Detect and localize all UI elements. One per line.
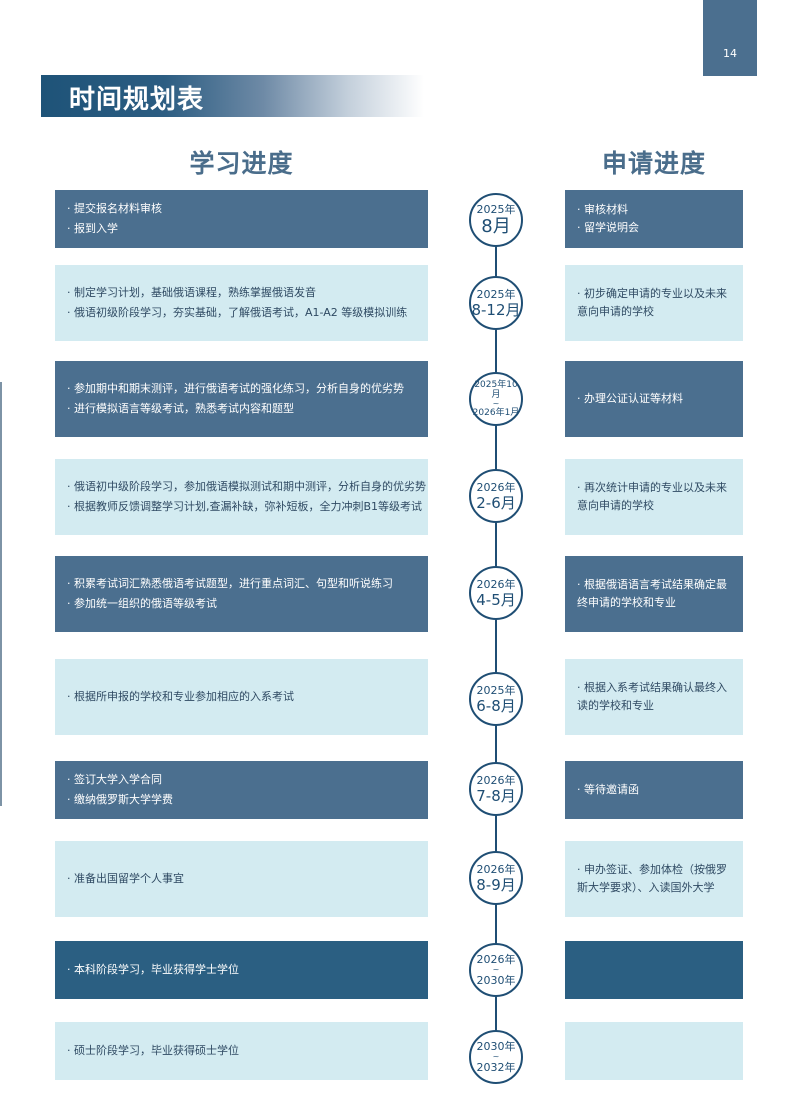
apply-box: · 等待邀请函 [565, 761, 743, 819]
apply-box: · 根据入系考试结果确认最终入读的学校和专业 [565, 659, 743, 735]
date-year: 2026年 [476, 862, 516, 876]
apply-item: · 再次统计申请的专业以及未来意向申请的学校 [577, 481, 727, 512]
date-start: 2026年 [476, 953, 516, 966]
date-month: 6-8月 [476, 696, 516, 715]
apply-item: · 留学说明会 [577, 221, 639, 234]
apply-item: · 申办签证、参加体检（按俄罗斯大学要求）、入读国外大学 [577, 863, 727, 894]
date-circle: 2030年 ~ 2032年 [469, 1030, 523, 1084]
date-circle: 2025年 8-12月 [469, 276, 523, 330]
study-box: · 参加期中和期末测评，进行俄语考试的强化练习，分析自身的优劣势 · 进行模拟语… [55, 361, 428, 437]
date-month: 8月 [481, 215, 511, 237]
apply-item: · 办理公证认证等材料 [577, 392, 683, 405]
apply-box: · 初步确定申请的专业以及未来意向申请的学校 [565, 265, 743, 341]
date-year: 2025年 [476, 287, 516, 301]
apply-box: · 申办签证、参加体检（按俄罗斯大学要求）、入读国外大学 [565, 841, 743, 917]
apply-item: · 初步确定申请的专业以及未来意向申请的学校 [577, 287, 727, 318]
date-circle: 2025年 6-8月 [469, 672, 523, 726]
study-box: · 制定学习计划，基础俄语课程，熟练掌握俄语发音 · 俄语初级阶段学习，夯实基础… [55, 265, 428, 341]
study-item: · 俄语初级阶段学习，夯实基础，了解俄语考试，A1-A2 等级模拟训练 [67, 306, 408, 319]
title-banner: 时间规划表 [41, 75, 424, 117]
study-item: · 俄语初中级阶段学习，参加俄语模拟测试和期中测评，分析自身的优劣势 [67, 480, 426, 493]
date-circle: 2026年 4-5月 [469, 566, 523, 620]
apply-box: · 办理公证认证等材料 [565, 361, 743, 437]
study-item: · 参加统一组织的俄语等级考试 [67, 597, 217, 610]
page-title: 时间规划表 [69, 85, 205, 115]
apply-column-header: 申请进度 [601, 149, 706, 178]
apply-box: · 根据俄语语言考试结果确定最终申请的学校和专业 [565, 556, 743, 632]
date-circle: 2026年 8-9月 [469, 851, 523, 905]
study-column-header: 学习进度 [189, 149, 294, 178]
study-item: · 本科阶段学习，毕业获得学士学位 [67, 963, 239, 976]
date-end: 2030年 [476, 974, 516, 987]
study-item: · 报到入学 [67, 222, 118, 235]
study-item: · 根据所申报的学校和专业参加相应的入系考试 [67, 690, 294, 703]
page-edge-mark [0, 382, 2, 806]
apply-item: · 根据入系考试结果确认最终入读的学校和专业 [577, 681, 727, 712]
apply-item: · 审核材料 [577, 203, 628, 216]
apply-item: · 等待邀请函 [577, 783, 639, 796]
study-box: · 本科阶段学习，毕业获得学士学位 [55, 941, 428, 999]
apply-box [565, 1022, 743, 1080]
study-item: · 准备出国留学个人事宜 [67, 872, 184, 885]
study-box: · 俄语初中级阶段学习，参加俄语模拟测试和期中测评，分析自身的优劣势 · 根据教… [55, 459, 428, 535]
date-separator: ~ [492, 399, 500, 408]
study-box: · 准备出国留学个人事宜 [55, 841, 428, 917]
date-year: 2025年 [476, 202, 516, 216]
date-month: 7-8月 [476, 786, 516, 805]
date-month: 8-9月 [476, 875, 516, 894]
study-item: · 积累考试词汇熟悉俄语考试题型，进行重点词汇、句型和听说练习 [67, 577, 393, 590]
date-circle: 2025年 8月 [469, 193, 523, 247]
date-year: 2025年 [476, 683, 516, 697]
study-item: · 制定学习计划，基础俄语课程，熟练掌握俄语发音 [67, 286, 316, 299]
study-box: · 签订大学入学合同 · 缴纳俄罗斯大学学费 [55, 761, 428, 819]
study-box: · 积累考试词汇熟悉俄语考试题型，进行重点词汇、句型和听说练习 · 参加统一组织… [55, 556, 428, 632]
study-item: · 根据教师反馈调整学习计划,查漏补缺，弥补短板，全力冲刺B1等级考试 [67, 500, 423, 513]
page-number: 14 [723, 47, 737, 60]
date-circle: 2026年 ~ 2030年 [469, 943, 523, 997]
date-start: 2030年 [476, 1040, 516, 1053]
page-tab: 14 [703, 0, 757, 76]
study-item: · 进行模拟语言等级考试，熟悉考试内容和题型 [67, 402, 294, 415]
date-circle: 2025年10月 ~ 2026年1月 [469, 372, 523, 426]
study-item: · 签订大学入学合同 [67, 773, 162, 786]
study-item: · 硕士阶段学习，毕业获得硕士学位 [67, 1044, 239, 1057]
date-separator: ~ [492, 965, 500, 974]
study-item: · 参加期中和期末测评，进行俄语考试的强化练习，分析自身的优劣势 [67, 382, 404, 395]
apply-box: · 审核材料 · 留学说明会 [565, 190, 743, 248]
apply-box: · 再次统计申请的专业以及未来意向申请的学校 [565, 459, 743, 535]
date-circle: 2026年 7-8月 [469, 762, 523, 816]
date-end: 2026年1月 [472, 408, 520, 418]
date-month: 8-12月 [471, 300, 521, 319]
date-year: 2026年 [476, 773, 516, 787]
date-year: 2026年 [476, 480, 516, 494]
study-box: · 提交报名材料审核 · 报到入学 [55, 190, 428, 248]
date-month: 4-5月 [476, 590, 516, 609]
study-item: · 提交报名材料审核 [67, 202, 162, 215]
study-box: · 根据所申报的学校和专业参加相应的入系考试 [55, 659, 428, 735]
date-separator: ~ [492, 1052, 500, 1061]
date-year: 2026年 [476, 577, 516, 591]
date-start: 2025年10月 [474, 380, 518, 400]
timeline-line [495, 196, 497, 1064]
apply-item: · 根据俄语语言考试结果确定最终申请的学校和专业 [577, 578, 727, 609]
date-end: 2032年 [476, 1061, 516, 1074]
study-item: · 缴纳俄罗斯大学学费 [67, 793, 173, 806]
study-box: · 硕士阶段学习，毕业获得硕士学位 [55, 1022, 428, 1080]
date-circle: 2026年 2-6月 [469, 469, 523, 523]
date-month: 2-6月 [476, 493, 516, 512]
apply-box [565, 941, 743, 999]
